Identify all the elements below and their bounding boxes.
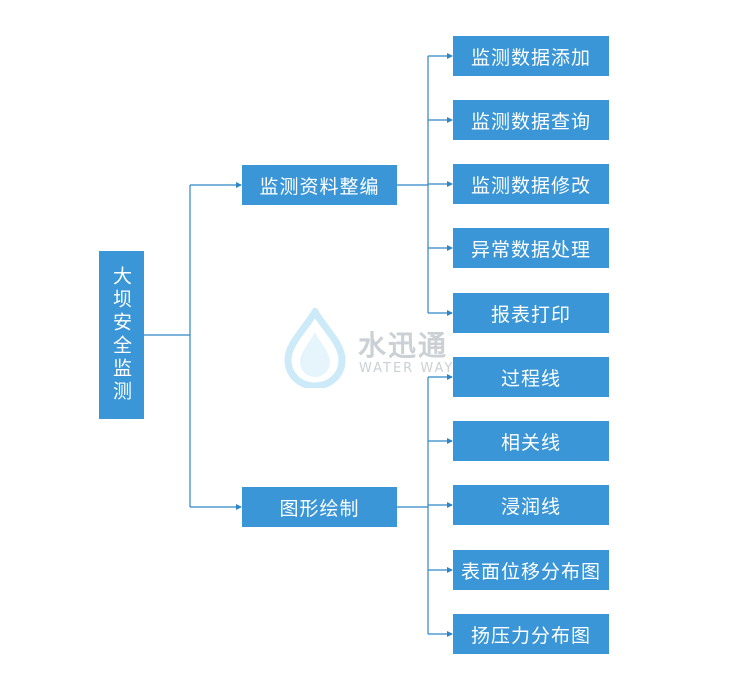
watermark-subtitle: WATER WAY bbox=[359, 361, 455, 376]
root-node: 大坝安全监测 bbox=[99, 251, 144, 419]
leaf-node: 浸润线 bbox=[453, 485, 609, 525]
watermark: 水迅通 WATER WAY bbox=[280, 308, 470, 388]
leaf-node: 异常数据处理 bbox=[453, 228, 609, 268]
watermark-title: 水迅通 bbox=[358, 329, 449, 362]
leaf-node: 报表打印 bbox=[453, 293, 609, 333]
leaf-node: 表面位移分布图 bbox=[453, 550, 609, 590]
branch-node-data-compilation: 监测资料整编 bbox=[242, 165, 397, 205]
leaf-node: 监测数据添加 bbox=[453, 36, 609, 76]
leaf-node: 监测数据查询 bbox=[453, 100, 609, 140]
branch-node-graph-drawing: 图形绘制 bbox=[242, 487, 397, 527]
leaf-node: 过程线 bbox=[453, 357, 609, 397]
leaf-node: 监测数据修改 bbox=[453, 164, 609, 204]
leaf-node: 相关线 bbox=[453, 421, 609, 461]
water-drop-logo-icon bbox=[284, 308, 346, 388]
leaf-node: 扬压力分布图 bbox=[453, 614, 609, 654]
